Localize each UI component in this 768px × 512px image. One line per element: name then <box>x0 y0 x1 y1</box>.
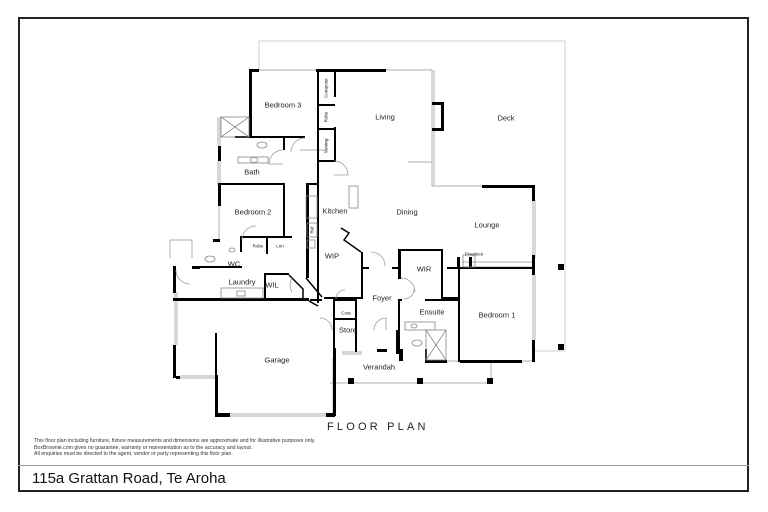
room-label-deck: Deck <box>497 113 515 123</box>
room-label-foyer: Foyer <box>372 293 392 303</box>
cupboard-label-computer: Computer <box>323 78 329 98</box>
room-label-bedroom1: Bedroom 1 <box>478 310 516 320</box>
cupboard-label-sewing: Sewing <box>323 138 329 154</box>
plan-title: FLOOR PLAN <box>327 421 429 433</box>
room-label-lounge: Lounge <box>474 220 500 230</box>
deck-posts <box>558 264 564 350</box>
disclaimer-line-1: This floor plan including furniture, fix… <box>34 438 316 444</box>
disclaimer-line-3: All enquiries must be directed to the ag… <box>34 451 233 458</box>
thin-walls <box>288 227 362 307</box>
door-swings <box>175 137 416 331</box>
room-label-fireplace: Fireplace <box>464 251 484 257</box>
windows <box>169 69 536 418</box>
room-label-wc: WC <box>227 259 241 269</box>
room-label-bath: Bath <box>244 167 260 177</box>
room-label-bedroom3: Bedroom 3 <box>264 100 302 110</box>
room-label-bedroom2: Bedroom 2 <box>234 207 272 217</box>
deck-outline <box>258 40 566 352</box>
room-label-store: Store <box>339 325 357 335</box>
fixtures <box>204 116 476 361</box>
room-label-living: Living <box>375 112 395 122</box>
property-address: 115a Grattan Road, Te Aroha <box>32 470 226 487</box>
room-label-ref: Ref <box>309 226 315 234</box>
disclaimer-line-2: BoxBrownie.com gives no guarantee, warra… <box>34 444 253 451</box>
room-label-ensuite: Ensuite <box>419 307 445 317</box>
room-label-verandah: Verandah <box>362 362 396 372</box>
room-label-wip: WIP <box>324 251 340 261</box>
room-label-wir: WIR <box>416 264 432 274</box>
disclaimer: This floor plan including furniture, fix… <box>34 438 315 458</box>
room-label-linen: Lnn <box>276 243 284 249</box>
room-label-robe: Robe <box>252 243 264 249</box>
walls <box>173 69 535 417</box>
footer-divider <box>18 465 749 466</box>
room-label-dining: Dining <box>396 207 418 217</box>
room-label-coat: Coat <box>341 310 351 316</box>
room-label-garage: Garage <box>264 355 290 365</box>
room-label-kitchen: Kitchen <box>322 206 348 216</box>
room-label-wil: WIL <box>265 280 279 290</box>
cupboard-label-robe: Robe <box>323 111 329 123</box>
room-label-laundry: Laundry <box>228 277 256 287</box>
page-frame <box>18 17 749 492</box>
